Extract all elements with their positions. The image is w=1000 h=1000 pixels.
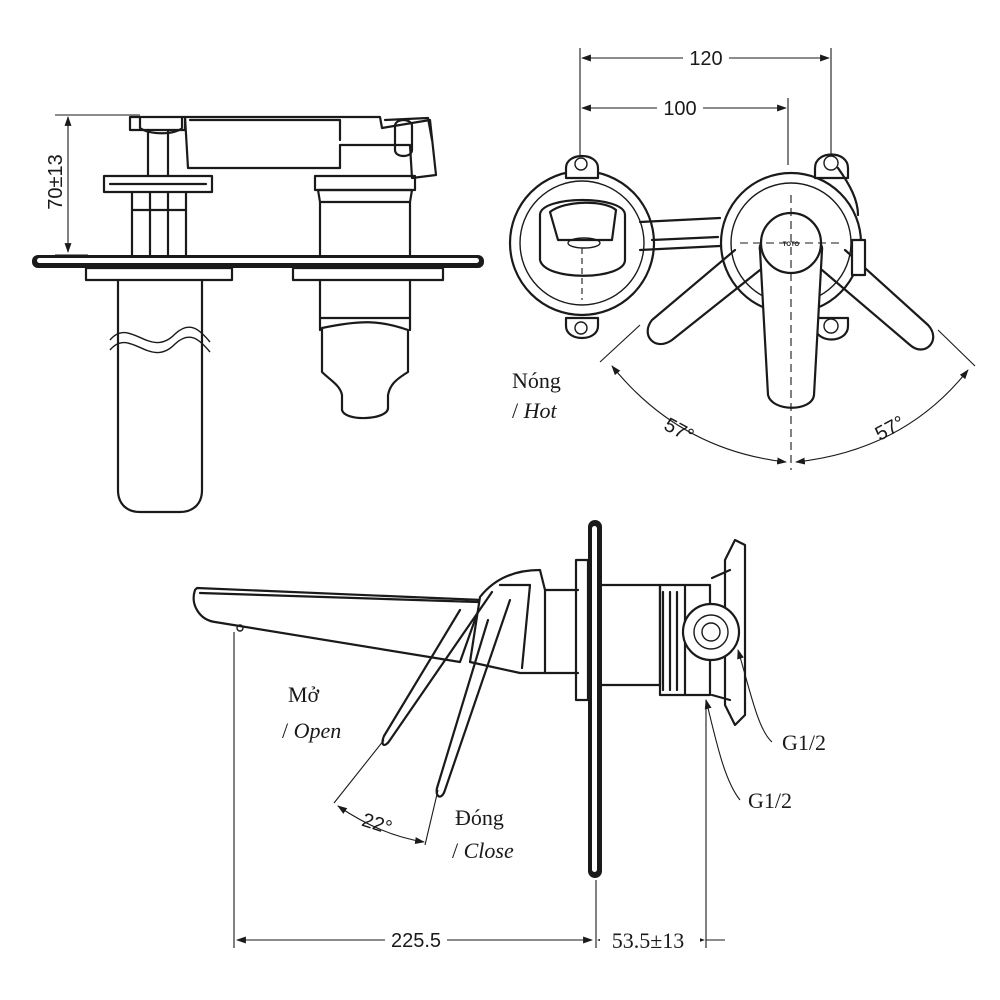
- top-view: 70±13: [32, 114, 484, 514]
- front-view: 120 100: [508, 44, 976, 470]
- svg-text:Nóng: Nóng: [512, 368, 561, 393]
- side-view: G1/2 G1/2 Mở / Open Đóng / Close 22° 225…: [192, 520, 826, 953]
- angle-22: 22°: [333, 739, 439, 846]
- svg-text:Mở: Mở: [288, 682, 320, 707]
- angle-57-left: 57°: [599, 324, 787, 465]
- dimension-120-label: 120: [689, 48, 722, 70]
- dimension-225: 225.5: [233, 632, 593, 952]
- dimension-225-label: 225.5: [391, 930, 441, 952]
- hot-label: Nóng / Hot: [512, 368, 561, 423]
- svg-text:/ Hot: / Hot: [512, 398, 558, 423]
- svg-text:Đóng: Đóng: [455, 805, 504, 830]
- close-label: Đóng / Close: [452, 805, 514, 863]
- thread-g12-upper-label: G1/2: [782, 730, 826, 755]
- brand-mark: TOTO: [783, 242, 800, 248]
- dimension-53-label: 53.5±13: [612, 928, 685, 953]
- dimension-100: 100: [581, 94, 789, 165]
- open-label: Mở / Open: [282, 682, 341, 743]
- dimension-70-label: 70±13: [45, 154, 67, 209]
- dimension-120: 120: [579, 44, 832, 165]
- svg-text:/ Open: / Open: [282, 718, 341, 743]
- svg-text:/ Close: / Close: [452, 838, 514, 863]
- thread-g12-lower-label: G1/2: [748, 788, 792, 813]
- dimension-53: 53.5±13: [595, 700, 725, 953]
- angle-57-right: 57°: [795, 329, 976, 465]
- angle-57-left-label: 57°: [660, 414, 697, 448]
- thread-g12-upper: G1/2: [737, 649, 826, 755]
- angle-22-label: 22°: [359, 809, 395, 839]
- thread-g12-lower: G1/2: [704, 699, 792, 813]
- dimension-100-label: 100: [663, 98, 696, 120]
